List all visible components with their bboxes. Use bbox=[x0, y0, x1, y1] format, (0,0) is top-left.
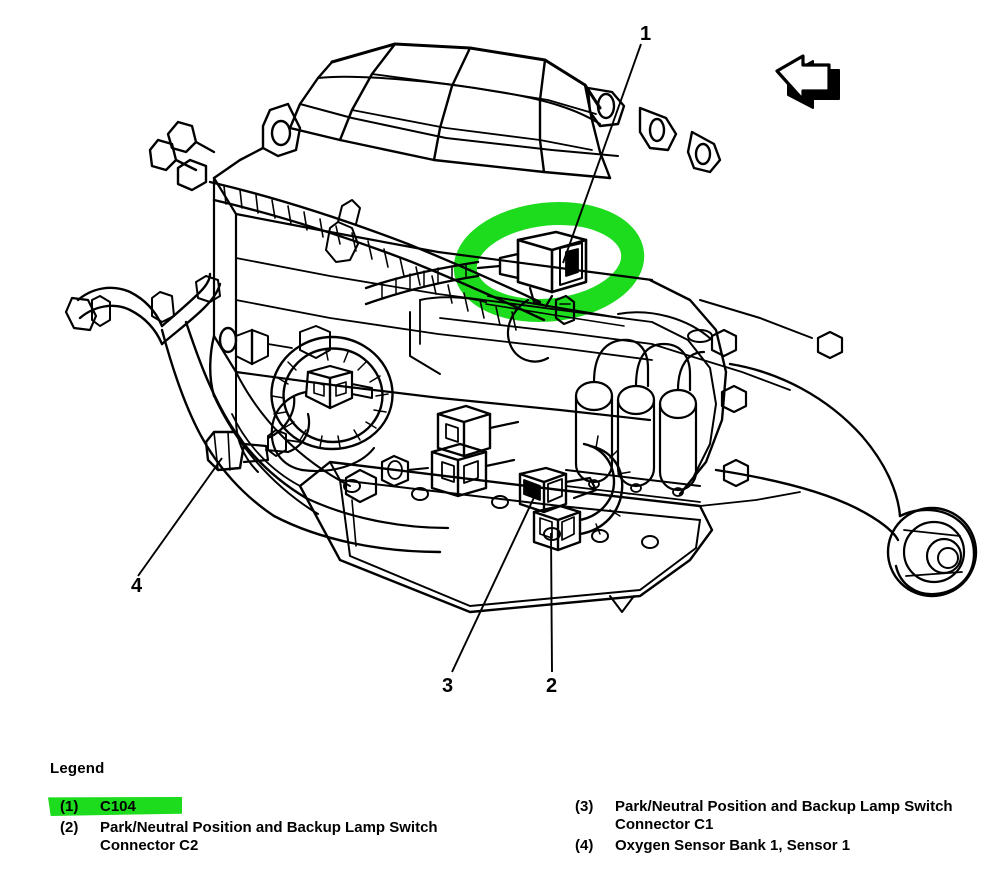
callout-number-1-text: 1 bbox=[640, 23, 652, 45]
line-art-group bbox=[64, 42, 978, 614]
legend-item-2: (2) Park/Neutral Position and Backup Lam… bbox=[60, 819, 510, 855]
legend-item-4: (4) Oxygen Sensor Bank 1, Sensor 1 bbox=[575, 837, 995, 855]
callout-number-1: 1 bbox=[640, 24, 651, 44]
legend-item-4-index: (4) bbox=[575, 837, 594, 854]
legend-item-2-index: (2) bbox=[60, 819, 79, 836]
legend-title: Legend bbox=[50, 760, 105, 777]
leader-line-1 bbox=[562, 43, 642, 264]
legend-item-4-text: Oxygen Sensor Bank 1, Sensor 1 bbox=[615, 837, 851, 854]
callout-number-2: 2 bbox=[546, 676, 557, 696]
legend-column-left: (1) C104 (2) Park/Neutral Position and B… bbox=[60, 798, 510, 858]
callout-number-3: 3 bbox=[442, 676, 453, 696]
callout-number-2-text: 2 bbox=[546, 675, 558, 697]
callout-number-4: 4 bbox=[131, 576, 142, 596]
legend-item-1-text: C104 bbox=[100, 798, 136, 815]
legend-item-3: (3) Park/Neutral Position and Backup Lam… bbox=[575, 798, 995, 834]
leader-line-2 bbox=[550, 532, 553, 673]
leader-line-4 bbox=[137, 457, 223, 577]
callout-number-3-text: 3 bbox=[442, 675, 454, 697]
legend: Legend (1) C104 (2) Park/Neutral Positio… bbox=[50, 760, 990, 875]
legend-column-right: (3) Park/Neutral Position and Backup Lam… bbox=[575, 798, 995, 858]
legend-item-3-text: Park/Neutral Position and Backup Lamp Sw… bbox=[615, 798, 953, 833]
vehicle-forward-direction-arrow bbox=[775, 54, 840, 109]
legend-item-1-index: (1) bbox=[60, 798, 79, 815]
leader-line-3 bbox=[451, 488, 539, 673]
legend-item-3-index: (3) bbox=[575, 798, 594, 815]
legend-item-2-text: Park/Neutral Position and Backup Lamp Sw… bbox=[100, 819, 438, 854]
leader-lines bbox=[137, 43, 642, 673]
callout-number-4-text: 4 bbox=[131, 575, 143, 597]
legend-item-1: (1) C104 bbox=[60, 798, 510, 816]
